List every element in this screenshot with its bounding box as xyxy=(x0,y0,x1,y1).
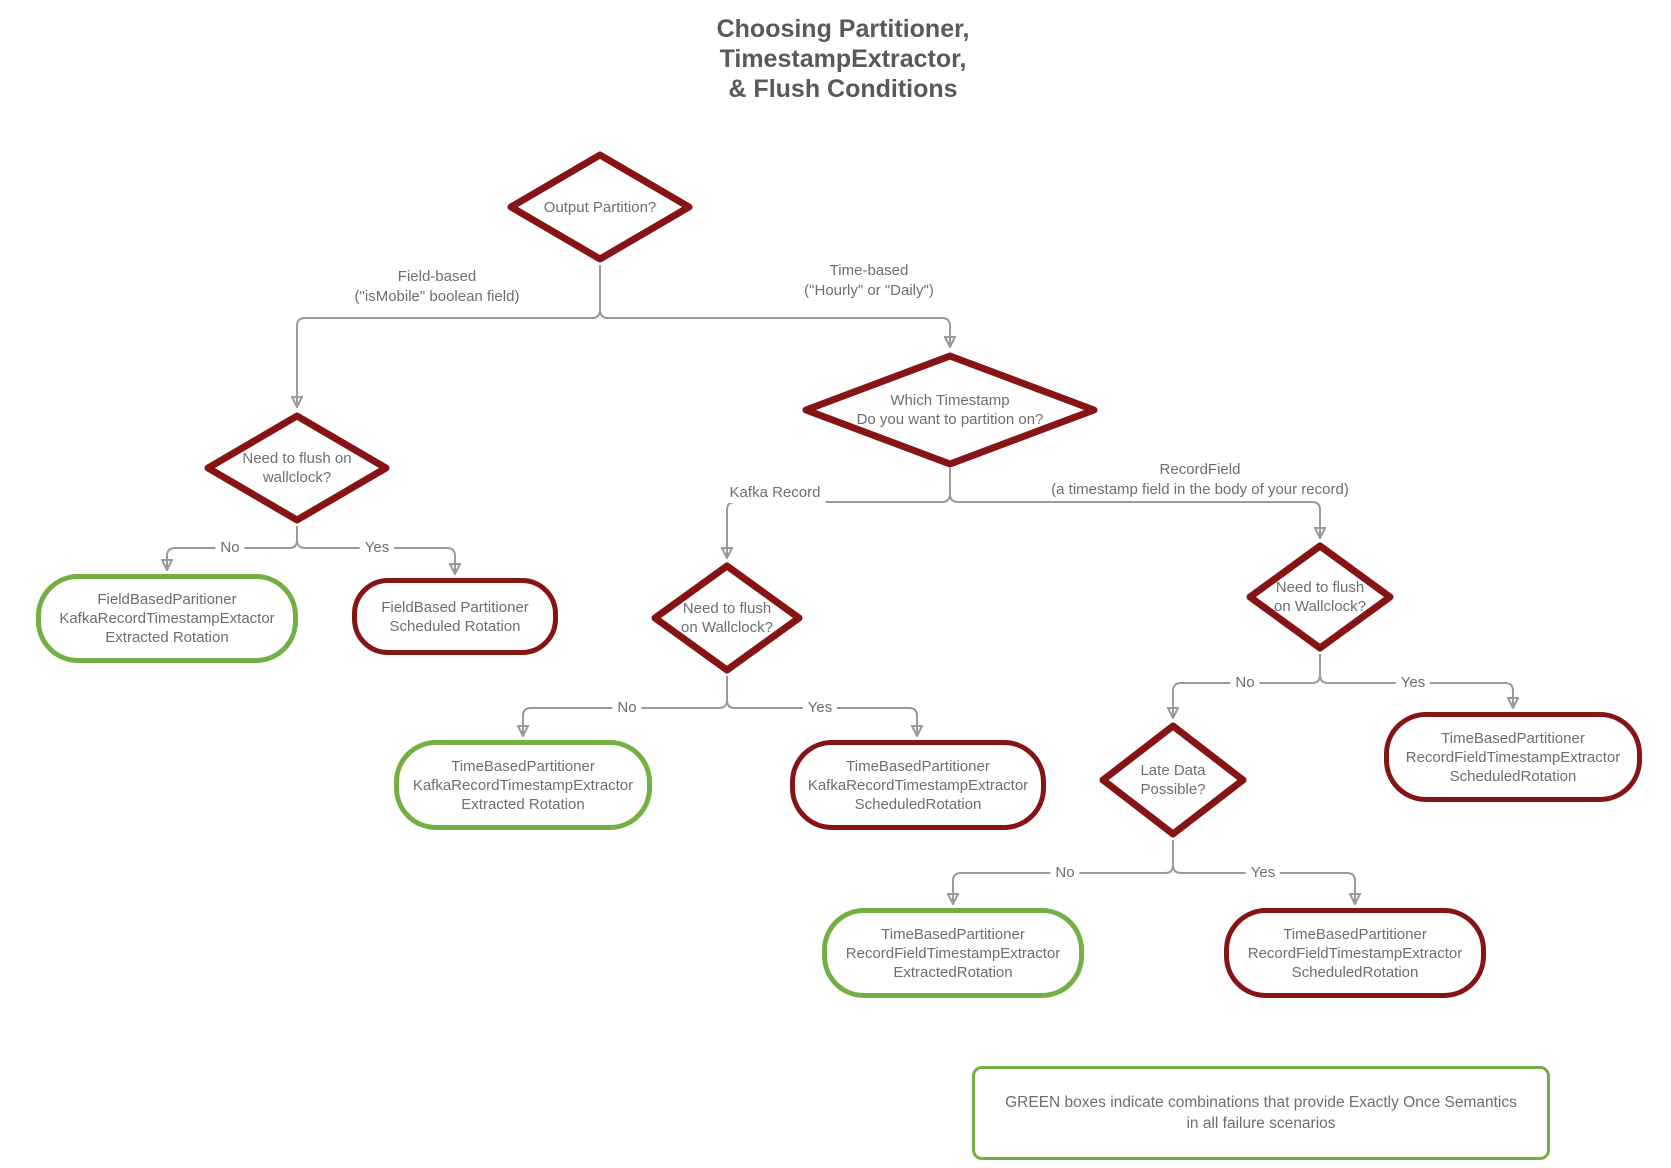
result-field-no: FieldBasedParitioner KafkaRecordTimestam… xyxy=(36,574,298,663)
legend-text: in all failure scenarios xyxy=(1186,1115,1336,1132)
flowchart-title: Choosing Partitioner, TimestampExtractor… xyxy=(643,14,1043,104)
result-late-yes: TimeBasedPartitioner RecordFieldTimestam… xyxy=(1224,908,1486,998)
decision-need-flush-record: Need to flush on Wallclock? xyxy=(1246,542,1394,652)
branch-label-kafka-record: Kafka Record xyxy=(724,483,826,503)
edge-output-to-time xyxy=(599,265,950,346)
result-kafka-yes: TimeBasedPartitioner KafkaRecordTimestam… xyxy=(790,740,1046,830)
legend-text: GREEN boxes indicate combinations that p… xyxy=(1005,1094,1517,1111)
decision-need-flush-kafka: Need to flush on Wallclock? xyxy=(651,562,803,674)
decision-output-partition: Output Partition? xyxy=(507,151,693,263)
edge-label-field-yes: Yes xyxy=(359,538,395,558)
edge-label-late-yes: Yes xyxy=(1245,863,1281,883)
edge-label-field-no: No xyxy=(215,538,245,558)
title-line: Choosing Partitioner, xyxy=(716,15,970,43)
edge-label-record-no: No xyxy=(1230,673,1260,693)
decision-which-timestamp: Which Timestamp Do you want to partition… xyxy=(802,352,1098,468)
edge-label-kafka-no: No xyxy=(612,698,642,718)
result-late-no: TimeBasedPartitioner RecordFieldTimestam… xyxy=(822,908,1084,998)
edge-label-late-no: No xyxy=(1050,863,1080,883)
decision-late-data: Late Data Possible? xyxy=(1099,722,1247,838)
title-line: & Flush Conditions xyxy=(728,75,958,103)
branch-label-record-field: RecordField (a timestamp field in the bo… xyxy=(1046,460,1354,500)
result-kafka-no: TimeBasedPartitioner KafkaRecordTimestam… xyxy=(394,740,652,830)
edge-label-record-yes: Yes xyxy=(1395,673,1431,693)
branch-label-field-based: Field-based ("isMobile" boolean field) xyxy=(349,267,525,307)
result-field-yes: FieldBased Partitioner Scheduled Rotatio… xyxy=(352,578,558,655)
edge-whichts-to-record xyxy=(949,468,1320,537)
branch-label-time-based: Time-based ("Hourly" or "Daily") xyxy=(799,261,939,301)
result-record-yes: TimeBasedPartitioner RecordFieldTimestam… xyxy=(1384,712,1642,802)
edge-label-kafka-yes: Yes xyxy=(802,698,838,718)
legend-box: GREEN boxes indicate combinations that p… xyxy=(972,1066,1550,1160)
title-line: TimestampExtractor, xyxy=(719,45,967,73)
edge-whichts-to-kafka xyxy=(727,468,951,557)
decision-need-flush-field: Need to flush on wallclock? xyxy=(204,412,390,524)
